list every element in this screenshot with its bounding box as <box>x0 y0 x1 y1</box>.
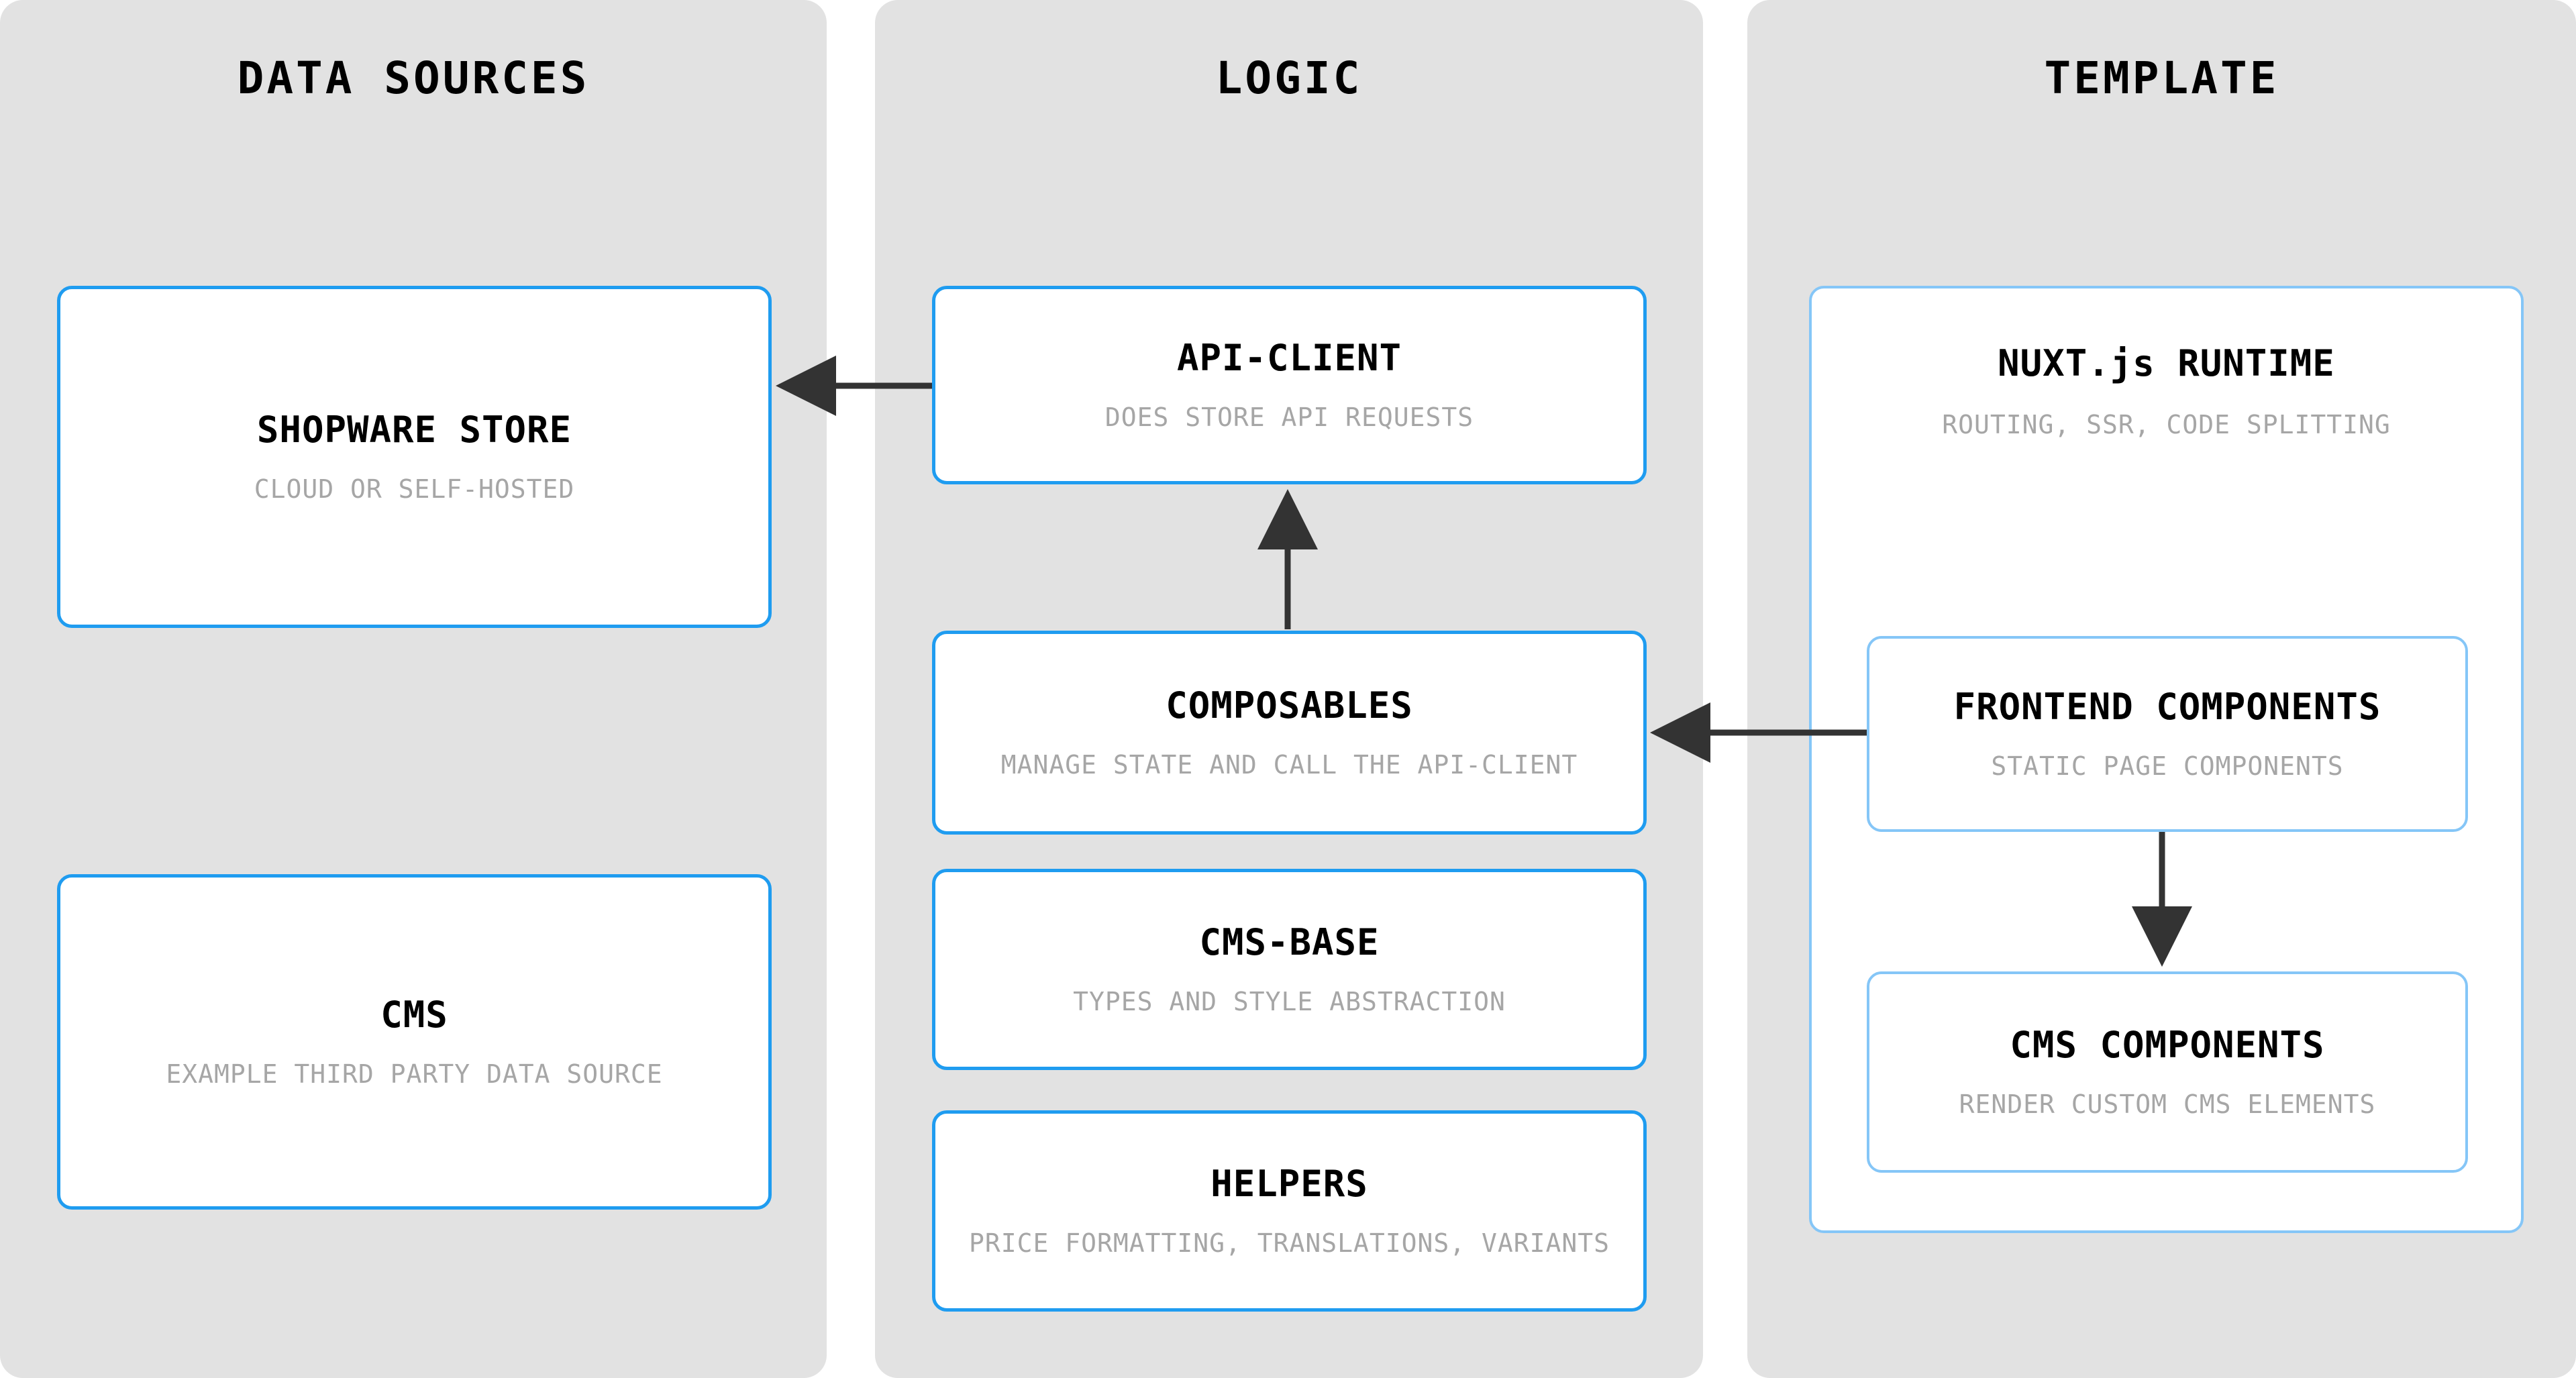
card-cms-base[interactable]: CMS-BASE TYPES AND STYLE ABSTRACTION <box>932 869 1647 1070</box>
card-subtitle-cms: EXAMPLE THIRD PARTY DATA SOURCE <box>166 1059 663 1089</box>
card-title-composables: COMPOSABLES <box>1166 684 1413 727</box>
column-title-template: TEMPLATE <box>2044 52 2279 104</box>
card-subtitle-cms-base: TYPES AND STYLE ABSTRACTION <box>1073 986 1506 1016</box>
card-cms-components[interactable]: CMS COMPONENTS RENDER CUSTOM CMS ELEMENT… <box>1867 971 2468 1173</box>
card-subtitle-shopware-store: CLOUD OR SELF-HOSTED <box>254 474 575 504</box>
column-title-logic: LOGIC <box>1215 52 1363 104</box>
card-subtitle-nuxt-runtime: ROUTING, SSR, CODE SPLITTING <box>1942 410 2391 440</box>
card-subtitle-cms-components: RENDER CUSTOM CMS ELEMENTS <box>1959 1089 2376 1119</box>
card-title-cms: CMS <box>380 994 448 1037</box>
card-subtitle-frontend-components: STATIC PAGE COMPONENTS <box>1991 751 2344 781</box>
card-api-client[interactable]: API-CLIENT DOES STORE API REQUESTS <box>932 286 1647 484</box>
card-title-shopware-store: SHOPWARE STORE <box>256 409 572 452</box>
card-title-cms-base: CMS-BASE <box>1199 921 1380 964</box>
card-title-frontend-components: FRONTEND COMPONENTS <box>1953 686 2381 729</box>
card-title-nuxt-runtime: NUXT.js RUNTIME <box>1998 342 2335 384</box>
card-composables[interactable]: COMPOSABLES MANAGE STATE AND CALL THE AP… <box>932 631 1647 835</box>
card-subtitle-api-client: DOES STORE API REQUESTS <box>1104 402 1474 432</box>
card-frontend-components[interactable]: FRONTEND COMPONENTS STATIC PAGE COMPONEN… <box>1867 636 2468 832</box>
card-title-api-client: API-CLIENT <box>1176 337 1402 380</box>
card-shopware-store[interactable]: SHOPWARE STORE CLOUD OR SELF-HOSTED <box>57 286 772 628</box>
column-title-data-sources: DATA SOURCES <box>237 52 590 104</box>
card-helpers[interactable]: HELPERS PRICE FORMATTING, TRANSLATIONS, … <box>932 1110 1647 1312</box>
card-title-helpers: HELPERS <box>1210 1163 1368 1206</box>
card-subtitle-helpers: PRICE FORMATTING, TRANSLATIONS, VARIANTS <box>968 1228 1610 1258</box>
card-title-cms-components: CMS COMPONENTS <box>2010 1024 2325 1067</box>
card-cms[interactable]: CMS EXAMPLE THIRD PARTY DATA SOURCE <box>57 874 772 1210</box>
card-subtitle-composables: MANAGE STATE AND CALL THE API-CLIENT <box>1000 749 1578 780</box>
